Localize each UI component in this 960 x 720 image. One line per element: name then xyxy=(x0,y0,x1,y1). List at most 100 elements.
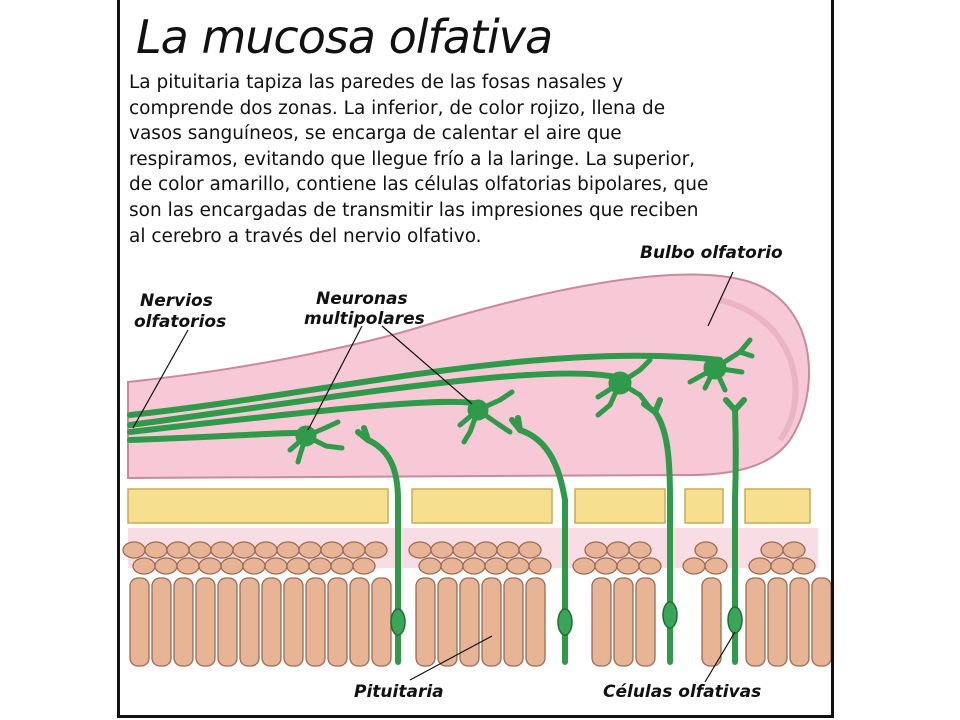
round-cell xyxy=(606,541,630,559)
bipolar-cell xyxy=(365,437,401,665)
description-line: vasos sanguíneos, se encarga de calentar… xyxy=(129,123,622,145)
round-cell xyxy=(408,541,432,559)
columnar-cell xyxy=(129,577,150,667)
bipolar-cell xyxy=(652,409,673,665)
round-cell xyxy=(628,541,652,559)
round-cell xyxy=(638,557,662,575)
multipolar-neurons xyxy=(287,337,755,465)
round-cell xyxy=(792,557,816,575)
round-cell xyxy=(452,541,476,559)
columnar-cell xyxy=(745,577,766,667)
round-cell xyxy=(364,541,388,559)
columnar-cell xyxy=(415,577,436,667)
columnar-cell xyxy=(371,577,392,667)
round-cell xyxy=(352,557,376,575)
page-title: La mucosa olfativa xyxy=(136,10,553,64)
round-cell xyxy=(144,541,168,559)
round-cell xyxy=(166,541,190,559)
round-cell xyxy=(572,557,596,575)
round-cell xyxy=(748,557,772,575)
round-cell xyxy=(506,557,530,575)
label-neuronas-line1: Neuronas xyxy=(316,289,408,309)
columnar-cell xyxy=(481,577,502,667)
neuron xyxy=(457,389,515,445)
round-cell xyxy=(342,541,366,559)
round-cell xyxy=(528,557,552,575)
leader-line xyxy=(707,271,734,327)
columnar-cells xyxy=(129,577,831,667)
round-cell xyxy=(122,541,146,559)
neuron xyxy=(287,419,345,465)
round-cell xyxy=(474,541,498,559)
description-line: respiramos, evitando que llegue frío a l… xyxy=(129,148,696,170)
description-line: comprende dos zonas. La inferior, de col… xyxy=(129,97,666,119)
columnar-cell xyxy=(613,577,634,667)
columnar-cell xyxy=(195,577,216,667)
label-bulbo-olfatorio: Bulbo olfatorio xyxy=(640,243,783,263)
columnar-cell xyxy=(349,577,370,667)
round-cell xyxy=(220,557,244,575)
round-cell xyxy=(616,557,640,575)
round-cell xyxy=(298,541,322,559)
round-cell xyxy=(694,541,718,559)
round-cell xyxy=(320,541,344,559)
cell-body xyxy=(727,606,743,634)
round-cell xyxy=(254,541,278,559)
round-cell xyxy=(496,541,520,559)
round-cell xyxy=(308,557,332,575)
olfactory-bulb-inner-edge xyxy=(719,297,799,442)
yellow-layer xyxy=(127,488,811,524)
columnar-cell xyxy=(305,577,326,667)
bipolar-cell-bodies xyxy=(390,601,743,636)
neuron xyxy=(595,357,653,418)
leader-lines xyxy=(132,271,736,683)
cell-body xyxy=(390,608,406,636)
columnar-cell xyxy=(767,577,788,667)
label-nervios-line2: olfatorios xyxy=(134,312,226,332)
description-line: son las encargadas de transmitir las imp… xyxy=(129,199,699,221)
columnar-cell xyxy=(151,577,172,667)
neuron xyxy=(687,337,755,393)
description-text: La pituitaria tapiza las paredes de las … xyxy=(129,70,819,249)
round-cell xyxy=(188,541,212,559)
olfactory-diagram: Bulbo olfatorio Nervios olfatorios Neuro… xyxy=(122,243,831,702)
round-cell xyxy=(330,557,354,575)
leader-line xyxy=(704,631,736,683)
round-cell xyxy=(210,541,234,559)
cell-body xyxy=(662,601,678,629)
nerve-fiber xyxy=(127,370,623,428)
label-nervios-line1: Nervios xyxy=(140,291,213,311)
columnar-cell xyxy=(283,577,304,667)
nerve-fiber xyxy=(127,352,723,418)
yellow-block xyxy=(127,488,389,524)
round-cell xyxy=(176,557,200,575)
round-cell xyxy=(132,557,156,575)
round-cell xyxy=(286,557,310,575)
columnar-cell xyxy=(635,577,656,667)
round-cell xyxy=(264,557,288,575)
round-cell xyxy=(594,557,618,575)
columnar-cell xyxy=(789,577,810,667)
description-line: al cerebro a través del nervio olfativo. xyxy=(129,225,482,247)
label-celulas-olfativas: Células olfativas xyxy=(603,682,761,702)
label-neuronas-line2: multipolares xyxy=(304,309,425,329)
leader-line xyxy=(381,325,473,405)
round-cell xyxy=(440,557,464,575)
bipolar-cells xyxy=(355,397,747,665)
bipolar-cell-dendrites xyxy=(355,397,747,443)
yellow-block xyxy=(411,488,553,524)
olfactory-bulb xyxy=(127,273,811,480)
round-cell xyxy=(418,557,442,575)
round-cell xyxy=(276,541,300,559)
round-cells xyxy=(122,541,816,575)
round-cell xyxy=(760,541,784,559)
columnar-cell xyxy=(591,577,612,667)
leader-line xyxy=(307,325,363,431)
columnar-cell xyxy=(327,577,348,667)
yellow-block xyxy=(684,488,724,524)
round-cell xyxy=(518,541,542,559)
columnar-cell xyxy=(525,577,546,667)
olfactory-nerves xyxy=(127,352,723,443)
columnar-cell xyxy=(217,577,238,667)
bipolar-cell xyxy=(732,407,739,665)
